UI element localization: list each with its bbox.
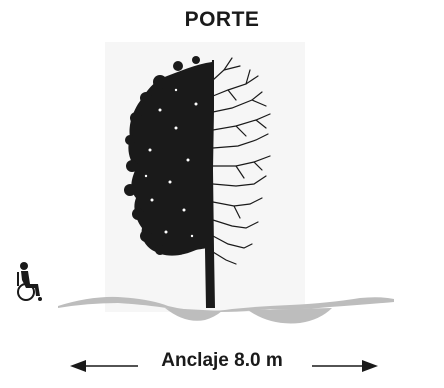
measurement-line [70,360,378,372]
ground-line [58,296,394,324]
measurement-label: Anclaje 8.0 m [155,350,289,371]
tree-half-foliage-icon [124,56,271,308]
wheelchair-user-icon [17,262,42,301]
arrow-right-icon [362,360,378,372]
arrow-left-icon [70,360,86,372]
diagram-title: PORTE [184,8,260,31]
measurement-label-wrapper: Anclaje 8.0 m [0,350,444,372]
